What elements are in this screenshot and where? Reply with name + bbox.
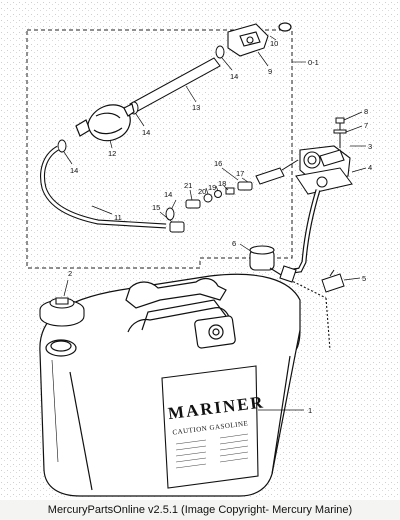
callout-11: 11 bbox=[114, 213, 122, 222]
leader-19 bbox=[215, 185, 219, 192]
callout-8: 8 bbox=[364, 107, 368, 116]
leader-5 bbox=[343, 277, 361, 281]
callout-21: 21 bbox=[184, 181, 192, 190]
callout-1: 1 bbox=[308, 406, 312, 415]
callout-14c: 14 bbox=[70, 166, 78, 175]
fuel-gauge-float bbox=[249, 245, 331, 351]
callout-12: 12 bbox=[108, 149, 116, 158]
callout-14b: 14 bbox=[142, 128, 150, 137]
leader-9 bbox=[257, 51, 269, 67]
callout-7: 7 bbox=[364, 121, 368, 130]
leader-15 bbox=[159, 211, 173, 223]
callout-18: 18 bbox=[218, 179, 226, 188]
fuel-tank-exploded-diagram: MARINER CAUTION GASOLINE bbox=[0, 0, 400, 500]
leader-6 bbox=[239, 243, 253, 253]
callout-9: 9 bbox=[268, 67, 272, 76]
callout-13: 13 bbox=[192, 103, 200, 112]
leader-11 bbox=[91, 205, 113, 215]
leader-21 bbox=[189, 189, 193, 201]
callout-4: 4 bbox=[368, 163, 372, 172]
callout-assembly: 0-1 bbox=[308, 58, 319, 67]
assembly-boundary bbox=[26, 29, 293, 269]
callout-3: 3 bbox=[368, 142, 372, 151]
fitting-small-parts bbox=[185, 159, 299, 209]
leader-14c bbox=[63, 151, 73, 165]
leader-20 bbox=[205, 187, 209, 195]
connector-screw bbox=[333, 117, 347, 148]
callout-labels: 1 2 3 4 5 6 7 8 9 10 11 12 13 14 14 14 1… bbox=[68, 39, 372, 415]
leader-18 bbox=[223, 185, 229, 191]
filler-cap bbox=[39, 297, 85, 327]
leader-2 bbox=[63, 279, 69, 297]
callout-19: 19 bbox=[208, 183, 216, 192]
tank-decal: MARINER CAUTION GASOLINE bbox=[161, 365, 266, 489]
connector-gasket bbox=[295, 167, 353, 195]
check-valve bbox=[169, 221, 185, 233]
callout-6: 6 bbox=[232, 239, 236, 248]
leader-4 bbox=[351, 167, 367, 173]
callout-20: 20 bbox=[198, 187, 206, 196]
callout-17: 17 bbox=[236, 169, 244, 178]
engine-connector bbox=[227, 23, 269, 57]
leader-14d bbox=[171, 199, 177, 209]
callout-15: 15 bbox=[152, 203, 160, 212]
callout-2: 2 bbox=[68, 269, 72, 278]
leader-13 bbox=[185, 85, 197, 103]
callout-10: 10 bbox=[270, 39, 278, 48]
leader-14a bbox=[221, 57, 233, 71]
leader-12 bbox=[109, 139, 113, 149]
callout-14a: 14 bbox=[230, 72, 238, 81]
hose-clip bbox=[321, 269, 345, 293]
primer-bulb bbox=[75, 103, 135, 142]
copyright-footer: MercuryPartsOnline v2.5.1 (Image Copyrig… bbox=[0, 500, 400, 520]
o-ring bbox=[278, 22, 292, 32]
leader-7 bbox=[345, 125, 363, 133]
leader-14b bbox=[135, 113, 145, 127]
callout-5: 5 bbox=[362, 274, 366, 283]
leader-17 bbox=[241, 177, 249, 183]
callout-16: 16 bbox=[214, 159, 222, 168]
leader-8 bbox=[343, 111, 363, 121]
leader-10 bbox=[269, 35, 277, 41]
callout-14d: 14 bbox=[164, 190, 172, 199]
leader-16 bbox=[221, 167, 239, 181]
